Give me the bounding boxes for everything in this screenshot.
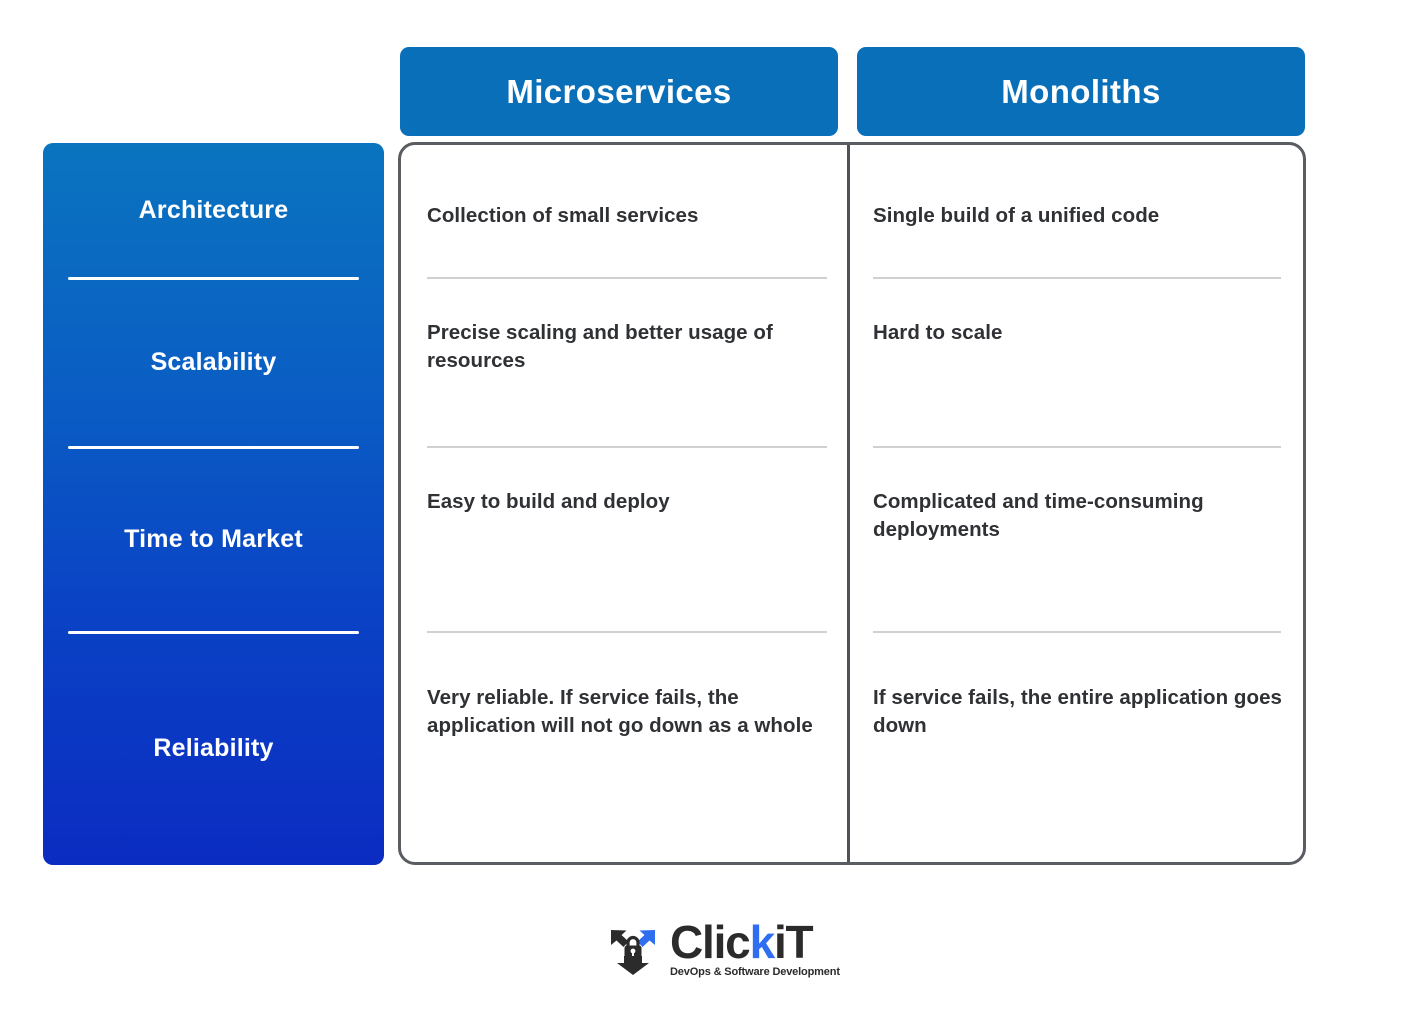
logo-text-block: ClickiT DevOps & Software Development xyxy=(670,919,840,978)
comparison-card: Collection of small services Precise sca… xyxy=(398,142,1306,865)
comparison-cell-text: Single build of a unified code xyxy=(873,204,1160,227)
column-header-label: Microservices xyxy=(506,73,732,110)
logo-word-last: iT xyxy=(773,916,814,969)
column-header-microservices: Microservices xyxy=(400,47,838,136)
logo-tagline: DevOps & Software Development xyxy=(670,965,840,978)
row-divider xyxy=(427,631,827,633)
comparison-cell: Single build of a unified code xyxy=(850,145,1303,277)
comparison-cell: Collection of small services xyxy=(401,145,847,277)
logo-word-first: Clic xyxy=(670,916,751,969)
comparison-cell: Easy to build and deploy xyxy=(401,446,847,631)
comparison-cell-text: Hard to scale xyxy=(873,321,1003,344)
clickit-logo: ClickiT DevOps & Software Development xyxy=(602,917,840,981)
sidebar-divider xyxy=(68,446,359,449)
category-row-scalability: Scalability xyxy=(43,278,384,447)
comparison-cell-text: Easy to build and deploy xyxy=(427,490,670,513)
category-label: Architecture xyxy=(138,196,289,225)
comparison-cell-text: Collection of small services xyxy=(427,204,699,227)
comparison-column-monoliths: Single build of a unified code Hard to s… xyxy=(847,145,1303,862)
comparison-cell-text: Complicated and time-consuming deploymen… xyxy=(873,490,1204,542)
sidebar-divider xyxy=(68,277,359,280)
category-label: Scalability xyxy=(150,348,277,377)
logo-wordmark: ClickiT xyxy=(670,919,840,965)
category-row-reliability: Reliability xyxy=(43,632,384,865)
row-divider xyxy=(873,446,1281,448)
comparison-cell-text: Very reliable. If service fails, the app… xyxy=(427,686,813,738)
shield-lock-arrows-icon xyxy=(605,921,661,977)
category-label: Time to Market xyxy=(124,525,303,554)
category-row-time-to-market: Time to Market xyxy=(43,447,384,632)
category-sidebar: Architecture Scalability Time to Market … xyxy=(43,143,384,865)
comparison-cell: Complicated and time-consuming deploymen… xyxy=(850,446,1303,631)
comparison-cell: Hard to scale xyxy=(850,277,1303,446)
row-divider xyxy=(873,631,1281,633)
logo-word-accent: k xyxy=(749,916,776,969)
row-divider xyxy=(427,446,827,448)
row-divider xyxy=(427,277,827,279)
comparison-cell: Very reliable. If service fails, the app… xyxy=(401,631,847,862)
row-divider xyxy=(873,277,1281,279)
column-header-label: Monoliths xyxy=(1001,73,1161,110)
comparison-cell: If service fails, the entire application… xyxy=(850,631,1303,862)
category-row-architecture: Architecture xyxy=(43,143,384,278)
category-label: Reliability xyxy=(153,734,274,763)
comparison-cell-text: If service fails, the entire application… xyxy=(873,686,1282,738)
comparison-cell-text: Precise scaling and better usage of reso… xyxy=(427,321,773,373)
comparison-column-microservices: Collection of small services Precise sca… xyxy=(401,145,847,862)
comparison-cell: Precise scaling and better usage of reso… xyxy=(401,277,847,446)
sidebar-divider xyxy=(68,631,359,634)
column-header-monoliths: Monoliths xyxy=(857,47,1305,136)
